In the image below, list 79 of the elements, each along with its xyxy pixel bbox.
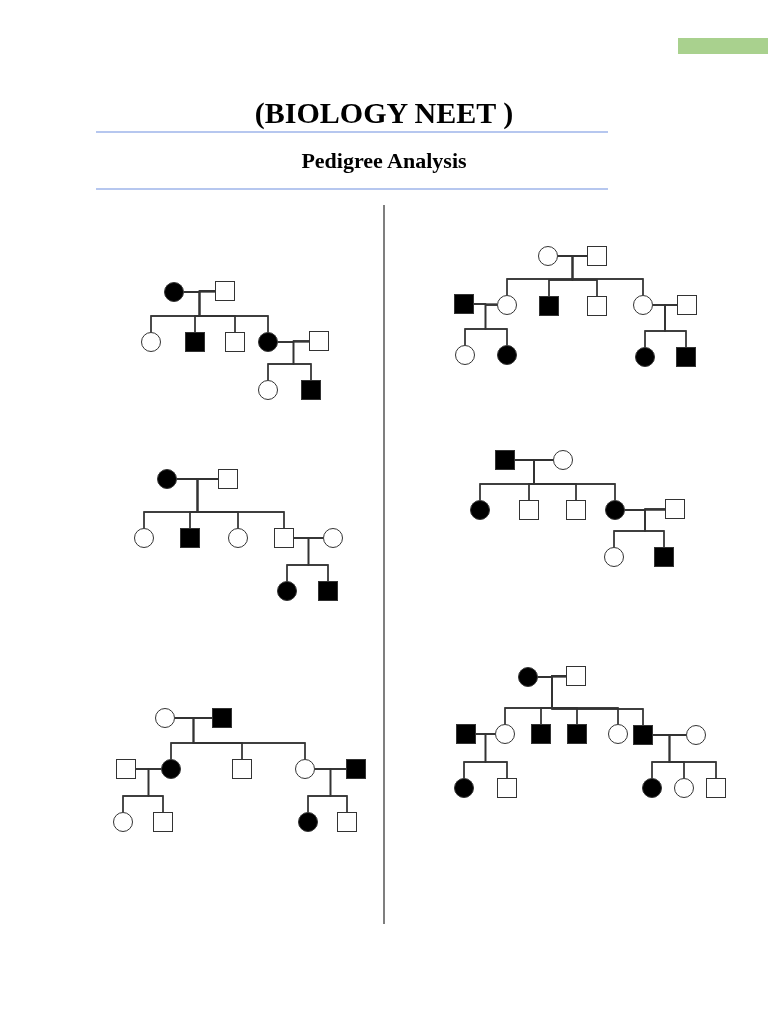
open-square [337, 812, 357, 832]
open-square [225, 332, 245, 352]
pedigree-line [664, 304, 687, 348]
subtitle: Pedigree Analysis [300, 148, 468, 174]
filled-square [454, 294, 474, 314]
pedigree-line [668, 734, 717, 779]
open-square [706, 778, 726, 798]
filled-circle [164, 282, 184, 302]
open-square [665, 499, 685, 519]
filled-circle [298, 812, 318, 832]
open-circle [538, 246, 558, 266]
pedigree-line [484, 304, 508, 346]
open-circle [495, 724, 515, 744]
open-square [153, 812, 173, 832]
pedigree-line [198, 290, 269, 333]
filled-square [301, 380, 321, 400]
filled-circle [470, 500, 490, 520]
open-circle [155, 708, 175, 728]
pedigree-line [484, 733, 508, 779]
filled-square [456, 724, 476, 744]
open-circle [553, 450, 573, 470]
filled-circle [157, 469, 177, 489]
pedigree-line [196, 478, 285, 529]
pedigree-line [571, 255, 644, 296]
open-circle [686, 725, 706, 745]
filled-square [567, 724, 587, 744]
open-square [116, 759, 136, 779]
open-square [566, 500, 586, 520]
filled-square [212, 708, 232, 728]
filled-square [654, 547, 674, 567]
open-square [677, 295, 697, 315]
pedigree-line [329, 768, 348, 813]
filled-circle [605, 500, 625, 520]
open-square [587, 296, 607, 316]
open-circle [604, 547, 624, 567]
pedigree-line [307, 537, 329, 582]
open-circle [295, 759, 315, 779]
open-circle [113, 812, 133, 832]
open-circle [258, 380, 278, 400]
filled-square [531, 724, 551, 744]
open-circle [141, 332, 161, 352]
filled-circle [454, 778, 474, 798]
open-square [215, 281, 235, 301]
open-square [274, 528, 294, 548]
filled-square [539, 296, 559, 316]
open-circle [455, 345, 475, 365]
filled-circle [635, 347, 655, 367]
filled-square [185, 332, 205, 352]
open-square [232, 759, 252, 779]
filled-circle [497, 345, 517, 365]
open-square [566, 666, 586, 686]
open-square [497, 778, 517, 798]
open-square [218, 469, 238, 489]
open-square [519, 500, 539, 520]
filled-circle [642, 778, 662, 798]
filled-square [318, 581, 338, 601]
filled-square [633, 725, 653, 745]
pedigree-line [147, 768, 164, 813]
open-circle [497, 295, 517, 315]
open-circle [323, 528, 343, 548]
filled-circle [258, 332, 278, 352]
open-circle [674, 778, 694, 798]
pedigree-line [292, 340, 312, 381]
pedigree-line [644, 508, 666, 548]
open-square [587, 246, 607, 266]
title: (BIOLOGY NEET ) [253, 96, 515, 130]
filled-circle [277, 581, 297, 601]
open-circle [134, 528, 154, 548]
filled-square [346, 759, 366, 779]
filled-square [495, 450, 515, 470]
pedigree-line [533, 459, 616, 501]
open-circle [608, 724, 628, 744]
filled-circle [518, 667, 538, 687]
open-circle [228, 528, 248, 548]
filled-circle [161, 759, 181, 779]
open-square [309, 331, 329, 351]
filled-square [676, 347, 696, 367]
filled-square [180, 528, 200, 548]
open-circle [633, 295, 653, 315]
